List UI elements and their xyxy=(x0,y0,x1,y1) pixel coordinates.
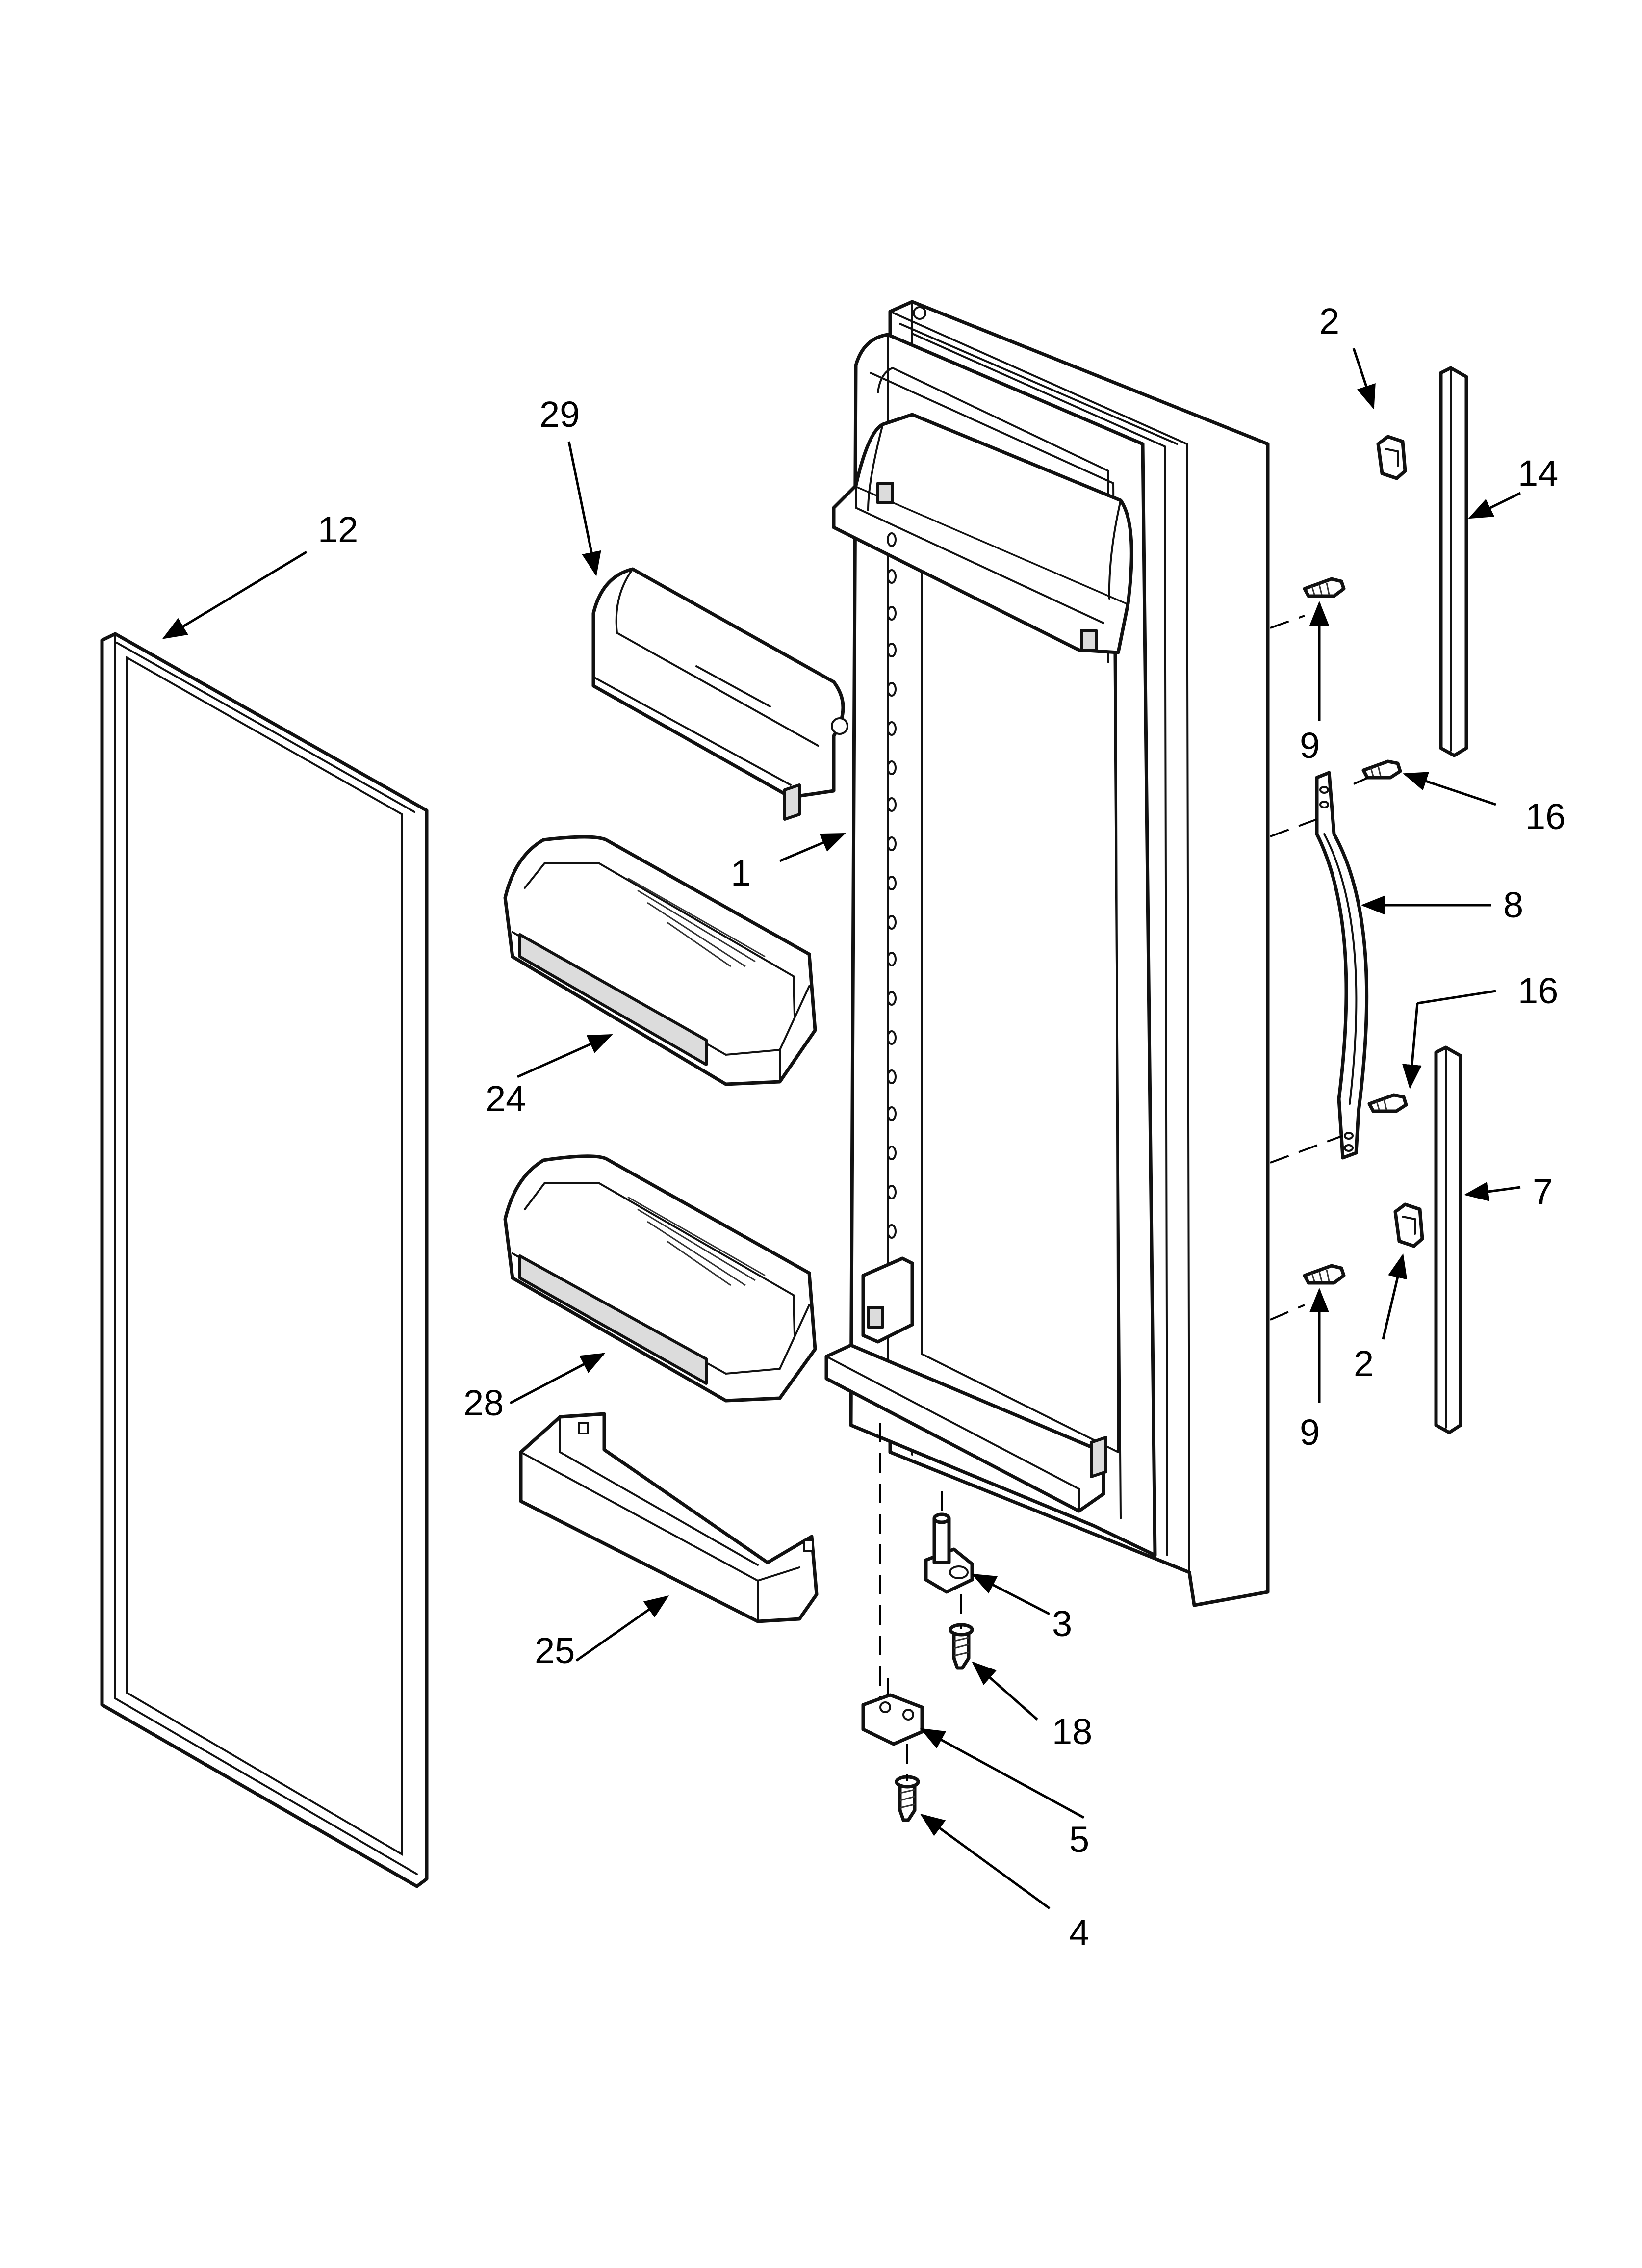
callout-4: 4 xyxy=(1069,1912,1089,1953)
callout-14: 14 xyxy=(1518,453,1558,494)
right-side-parts xyxy=(1303,366,1468,1434)
door-bin-upper-part xyxy=(503,835,817,1086)
callout-24: 24 xyxy=(486,1078,526,1119)
callout-2-upper: 2 xyxy=(1319,301,1339,341)
callout-5: 5 xyxy=(1069,1819,1089,1860)
hinge-assembly xyxy=(861,1512,974,1822)
callout-8: 8 xyxy=(1503,885,1523,925)
callout-18: 18 xyxy=(1052,1711,1092,1752)
callout-25: 25 xyxy=(535,1630,575,1671)
callout-labels: 12 29 1 24 28 25 2 14 9 16 8 16 7 2 9 3 … xyxy=(318,301,1565,1953)
callout-16-upper: 16 xyxy=(1525,796,1565,837)
callout-9-lower: 9 xyxy=(1300,1412,1320,1453)
door-shelf-rail-part xyxy=(519,1412,819,1623)
callout-16-lower: 16 xyxy=(1518,970,1558,1011)
callout-9-upper: 9 xyxy=(1300,725,1320,766)
refrigerator-door-part xyxy=(824,300,1270,1607)
callout-1: 1 xyxy=(731,853,751,893)
door-gasket-part xyxy=(100,632,429,1888)
dairy-door-part xyxy=(591,567,848,821)
callout-3: 3 xyxy=(1052,1603,1072,1644)
callout-29: 29 xyxy=(539,394,580,435)
door-bin-lower-part xyxy=(503,1154,817,1403)
callout-2-lower: 2 xyxy=(1354,1343,1374,1384)
door-holes xyxy=(887,532,897,1239)
callout-7: 7 xyxy=(1533,1172,1553,1212)
callout-28: 28 xyxy=(463,1382,504,1423)
callout-12: 12 xyxy=(318,509,358,550)
leader-arrows xyxy=(162,348,1521,1910)
alignment-lines xyxy=(879,615,1369,1781)
